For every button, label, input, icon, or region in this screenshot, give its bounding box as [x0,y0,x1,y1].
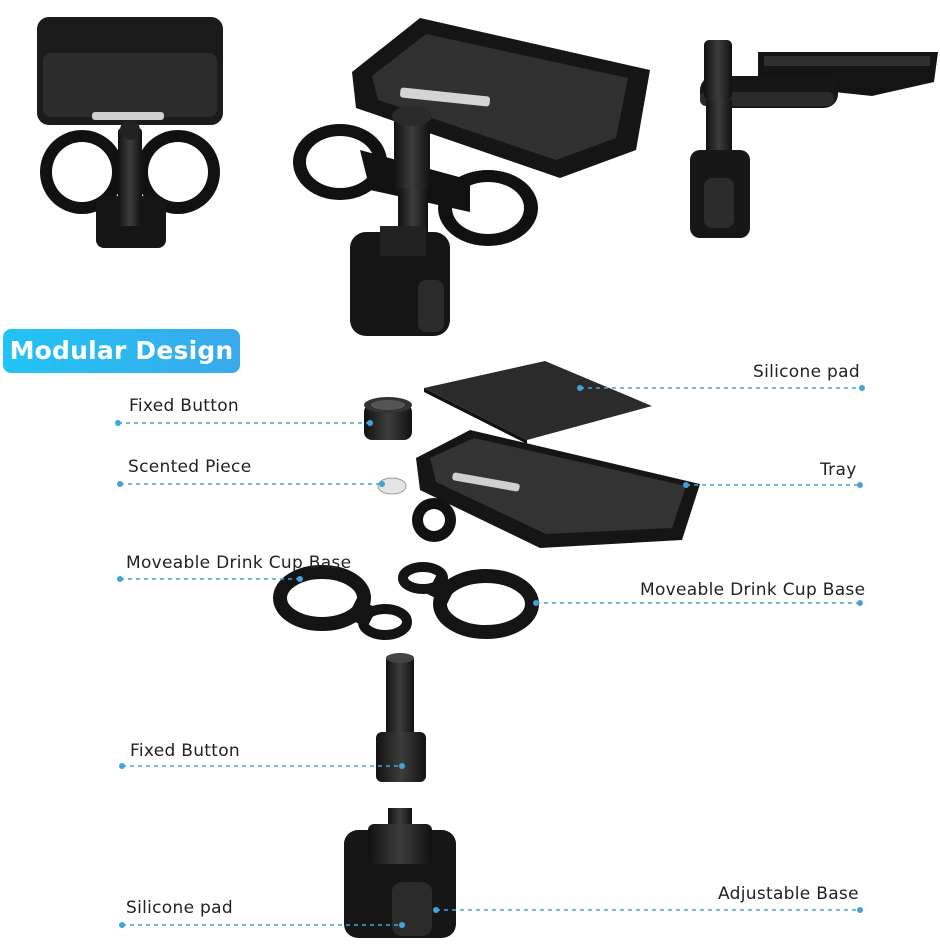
label-tray: Tray [820,460,857,480]
part-fixed-button-bottom [376,653,426,782]
part-fixed-button-top [364,397,412,440]
label-silicone-pad-bottom: Silicone pad [126,898,233,918]
label-fixed-button-bottom: Fixed Button [130,741,240,761]
label-silicone-pad-top: Silicone pad [753,362,860,382]
part-cup-base-right [398,562,539,639]
product-front-view [37,17,223,248]
product-side-view [690,40,938,238]
part-tray [412,430,700,548]
label-scented-piece: Scented Piece [128,457,252,477]
leader-dots [115,385,865,928]
label-cup-base-left: Moveable Drink Cup Base [126,553,352,573]
section-title-badge: Modular Design [3,329,240,373]
product-angled-view [293,18,650,336]
part-adjustable-base [344,808,456,938]
leader-lines [118,387,862,926]
part-silicone-pad [424,361,652,444]
label-adjustable-base: Adjustable Base [718,884,859,904]
label-fixed-button-top: Fixed Button [129,396,239,416]
label-cup-base-right: Moveable Drink Cup Base [640,580,866,600]
part-cup-base-left [273,565,412,640]
part-scented-piece [377,477,407,495]
